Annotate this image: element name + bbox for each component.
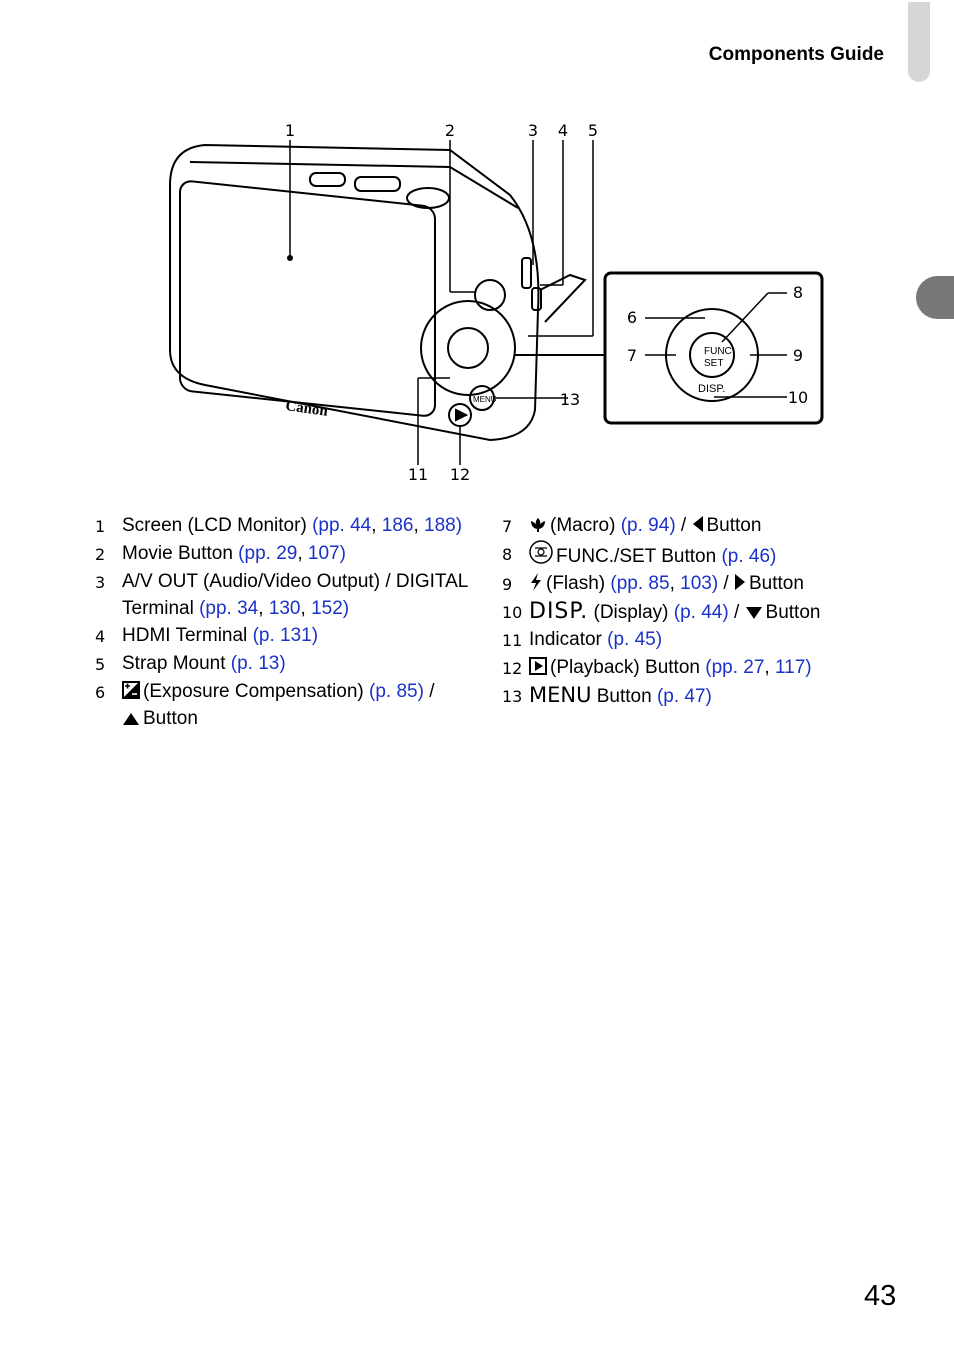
movie-button <box>474 279 506 311</box>
list-item: 11 Indicator (p. 45) <box>502 629 663 650</box>
func-set-icon <box>529 540 553 564</box>
page-link[interactable]: (p. 94) <box>620 515 676 536</box>
callout-1: 1 <box>285 121 295 140</box>
list-item: 5 Strap Mount (p. 13) <box>95 653 286 674</box>
callout-3: 3 <box>528 121 538 140</box>
mode-switch <box>354 176 401 192</box>
callout-5: 5 <box>588 121 598 140</box>
shutter-button <box>406 187 450 209</box>
components-list-right: 7 (Macro) (p. 94) / Button 8 FUNC./SET B… <box>502 512 902 710</box>
callout-11: 11 <box>408 465 428 484</box>
page-link[interactable]: (p. 44) <box>673 602 729 623</box>
list-item: 4 HDMI Terminal (p. 131) <box>95 625 319 646</box>
list-item: 3 A/V OUT (Audio/Video Output) / DIGITAL… <box>95 571 468 619</box>
exposure-compensation-icon <box>122 681 140 699</box>
page-link[interactable]: (pp. 34 <box>199 598 259 619</box>
right-arrow-icon <box>735 574 745 590</box>
list-item: 10 DISP. (Display) (p. 44) / Button <box>502 599 821 624</box>
disp-label: DISP. <box>529 599 589 624</box>
camera-body <box>169 143 540 442</box>
page-link[interactable]: (p. 47) <box>656 686 712 707</box>
page-link[interactable]: (p. 45) <box>607 629 663 650</box>
callout-7: 7 <box>627 346 637 365</box>
playback-triangle <box>455 408 469 422</box>
down-arrow-icon <box>745 607 762 619</box>
chapter-tab <box>916 276 954 319</box>
terminal-cover <box>539 273 587 323</box>
camera-diagram: Canon FUNC SET DISP. MENU 1 2 3 4 5 6 7 … <box>169 121 824 484</box>
callout-4: 4 <box>558 121 568 140</box>
power-button <box>309 172 346 187</box>
func-label-line2: SET <box>704 358 723 369</box>
func-label-line1: FUNC <box>704 346 732 357</box>
func-set-button <box>447 327 489 369</box>
menu-label: MENU <box>473 395 497 404</box>
list-item: 9 (Flash) (pp. 85, 103) / Button <box>502 573 804 594</box>
up-arrow-icon <box>123 713 139 725</box>
page-link[interactable]: 188) <box>424 515 463 536</box>
page-link[interactable]: 186 <box>381 515 414 536</box>
page-link[interactable]: (pp. 29 <box>238 543 298 564</box>
av-terminal <box>521 257 532 289</box>
page-link[interactable]: (pp. 44 <box>312 515 372 536</box>
hdmi-terminal <box>531 287 542 311</box>
page-link[interactable]: (pp. 27 <box>705 657 765 678</box>
camera-brand-label: Canon <box>284 398 329 420</box>
page-link[interactable]: (p. 13) <box>230 653 286 674</box>
callout-2: 2 <box>445 121 455 140</box>
page-link[interactable]: 107) <box>307 543 346 564</box>
callout-8: 8 <box>793 283 803 302</box>
menu-label: MENU <box>529 683 592 707</box>
list-item: 7 (Macro) (p. 94) / Button <box>502 515 762 536</box>
page-link[interactable]: (p. 46) <box>721 546 777 567</box>
callout-10: 10 <box>788 388 808 407</box>
playback-icon <box>529 657 547 675</box>
list-item: 1 Screen (LCD Monitor) (pp. 44, 186, 188… <box>95 515 463 536</box>
page-edge-tab <box>908 2 930 82</box>
callout-9: 9 <box>793 346 803 365</box>
list-item: 2 Movie Button (pp. 29, 107) <box>95 543 346 564</box>
list-item: 13 MENU Button (p. 47) <box>502 683 712 707</box>
page-link[interactable]: (p. 85) <box>369 681 424 702</box>
page-link[interactable]: (pp. 85 <box>610 573 670 594</box>
callout-13: 13 <box>560 390 580 409</box>
inset-box <box>603 271 824 425</box>
left-arrow-icon <box>692 516 703 532</box>
page-link[interactable]: 103) <box>680 573 719 594</box>
components-list-left: 1 Screen (LCD Monitor) (pp. 44, 186, 188… <box>95 512 485 732</box>
callout-6: 6 <box>627 308 637 327</box>
page-link[interactable]: 117) <box>774 657 812 678</box>
page-number: 43 <box>864 1280 897 1312</box>
list-item: 6 (Exposure Compensation) (p. 85) / Butt… <box>95 681 435 729</box>
flash-icon <box>531 573 541 591</box>
disp-label: DISP. <box>698 383 725 395</box>
page-link[interactable]: 130 <box>268 598 301 619</box>
macro-icon <box>531 518 545 532</box>
page-link[interactable]: 152) <box>311 598 350 619</box>
list-item: 12 (Playback) Button (pp. 27, 117) <box>502 657 812 678</box>
inset-func-set <box>689 332 735 378</box>
page-header-title: Components Guide <box>708 44 884 65</box>
callout-12: 12 <box>450 465 470 484</box>
page-link[interactable]: (p. 131) <box>252 625 319 646</box>
lcd-screen <box>179 180 436 417</box>
menu-button <box>469 385 495 411</box>
control-wheel <box>420 300 516 396</box>
list-item: 8 FUNC./SET Button (p. 46) <box>502 540 902 570</box>
